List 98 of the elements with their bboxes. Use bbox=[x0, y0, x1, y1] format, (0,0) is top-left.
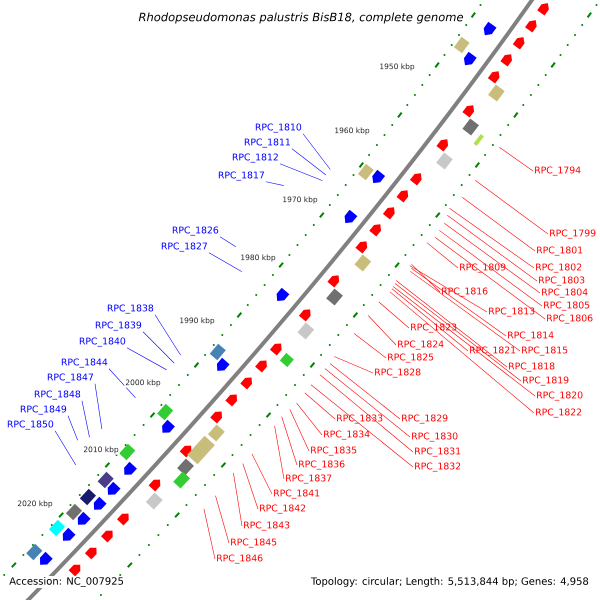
gene-label: RPC_1849 bbox=[20, 405, 66, 415]
leader-line bbox=[410, 271, 520, 352]
leader-line bbox=[302, 133, 331, 170]
leader-line bbox=[392, 288, 468, 352]
leader-line bbox=[438, 230, 542, 306]
gene-label: RPC_1848 bbox=[34, 390, 80, 400]
leader-line bbox=[324, 368, 410, 438]
gene-label: RPC_1846 bbox=[217, 554, 262, 564]
gene-label: RPC_1805 bbox=[544, 301, 590, 311]
leader-line bbox=[499, 146, 534, 172]
leader-line bbox=[304, 392, 336, 420]
gene-label: RPC_1827 bbox=[162, 242, 207, 252]
leader-line bbox=[290, 408, 310, 452]
leader-line bbox=[444, 223, 540, 294]
leader-line bbox=[274, 426, 284, 480]
accession-text: Accession: NC_007925 bbox=[8, 576, 125, 588]
leader-line bbox=[68, 415, 78, 441]
gene-label: RPC_1845 bbox=[231, 538, 276, 548]
gene-label: RPC_1819 bbox=[523, 376, 568, 386]
gene-label: RPC_1814 bbox=[508, 331, 554, 341]
gene-label: RPC_1847 bbox=[48, 373, 93, 383]
leader-line bbox=[208, 252, 242, 272]
leader-line bbox=[292, 148, 326, 176]
gene-label: RPC_1839 bbox=[96, 321, 142, 331]
gene-label: RPC_1794 bbox=[535, 166, 581, 176]
gene-label: RPC_1824 bbox=[398, 340, 444, 350]
gene-label: RPC_1826 bbox=[172, 226, 218, 236]
leader-line bbox=[126, 347, 167, 370]
leader-line bbox=[82, 400, 90, 438]
gene-label: RPC_1835 bbox=[311, 446, 356, 456]
leader-line bbox=[154, 314, 181, 356]
leader-line bbox=[310, 384, 414, 468]
leader-line bbox=[447, 215, 538, 282]
leader-line bbox=[474, 180, 548, 234]
leader-line bbox=[330, 363, 400, 420]
gene-label: RPC_1850 bbox=[8, 420, 54, 430]
leader-line bbox=[354, 333, 386, 358]
gene-label: RPC_1813 bbox=[489, 307, 534, 317]
leader-line bbox=[368, 315, 396, 346]
gene-label: RPC_1815 bbox=[522, 346, 568, 356]
gene-label: RPC_1834 bbox=[324, 430, 370, 440]
gene-label: RPC_1812 bbox=[232, 153, 278, 163]
gene-label: RPC_1799 bbox=[550, 229, 596, 239]
leader-line bbox=[233, 472, 242, 526]
leader-line bbox=[378, 302, 410, 328]
gene-label: RPC_1829 bbox=[402, 414, 448, 424]
gene-label: RPC_1802 bbox=[536, 263, 582, 273]
leader-line bbox=[434, 237, 546, 320]
leader-line bbox=[204, 508, 216, 560]
leader-line bbox=[142, 331, 174, 364]
title: Rhodopseudomonas palustris BisB18, complete genome bbox=[138, 11, 465, 25]
leader-line bbox=[409, 265, 488, 312]
leader-line bbox=[394, 283, 522, 382]
gene-label: RPC_1811 bbox=[244, 138, 290, 148]
gene-label: RPC_1810 bbox=[256, 123, 302, 133]
gene-label: RPC_1801 bbox=[537, 246, 582, 256]
gene-label: RPC_1841 bbox=[274, 489, 320, 499]
gene-label: RPC_1837 bbox=[286, 474, 332, 484]
leader-line bbox=[411, 268, 506, 336]
leader-line bbox=[449, 208, 534, 268]
leader-line bbox=[390, 292, 534, 414]
gene-label: RPC_1828 bbox=[375, 368, 420, 378]
leader-line bbox=[108, 368, 136, 398]
gene-label: RPC_1832 bbox=[415, 462, 460, 472]
leader-line bbox=[296, 402, 322, 436]
gene-label: RPC_1818 bbox=[509, 362, 554, 372]
gene-label: RPC_1806 bbox=[547, 314, 592, 324]
leader-line bbox=[54, 430, 76, 466]
gene-label: RPC_1830 bbox=[412, 432, 458, 442]
gene-label: RPC_1803 bbox=[539, 276, 584, 286]
leader-line bbox=[411, 264, 440, 292]
leader-line bbox=[334, 356, 374, 374]
gene-label: RPC_1825 bbox=[388, 353, 434, 363]
leader-line bbox=[281, 416, 298, 466]
gene-label: RPC_1817 bbox=[218, 171, 264, 181]
gene-label: RPC_1842 bbox=[260, 504, 306, 514]
leader-line bbox=[396, 280, 508, 368]
leader-line bbox=[320, 374, 414, 452]
leader-line bbox=[266, 181, 284, 186]
gene-label: RPC_1820 bbox=[537, 391, 582, 401]
gene-label: RPC_1844 bbox=[62, 358, 108, 368]
leader-line bbox=[426, 242, 458, 268]
gene-label: RPC_1836 bbox=[299, 460, 344, 470]
leader-line bbox=[280, 163, 323, 181]
gene-label: RPC_1831 bbox=[415, 447, 460, 457]
leader-line bbox=[220, 236, 236, 248]
gene-label: RPC_1840 bbox=[80, 337, 126, 347]
gene-label: RPC_1822 bbox=[536, 408, 582, 418]
leader-line bbox=[392, 286, 536, 396]
genome-summary-text: Topology: circular; Length: 5,513,844 bp; Genes: 4,958 bbox=[310, 576, 590, 588]
leader-line bbox=[94, 383, 102, 430]
leader-line bbox=[252, 454, 272, 494]
gene-label: RPC_1804 bbox=[542, 288, 588, 298]
leader-line bbox=[215, 495, 230, 544]
gene-label: RPC_1843 bbox=[244, 521, 290, 531]
gene-label: RPC_1838 bbox=[108, 304, 154, 314]
leader-line bbox=[242, 463, 258, 510]
leader-line bbox=[462, 197, 536, 252]
